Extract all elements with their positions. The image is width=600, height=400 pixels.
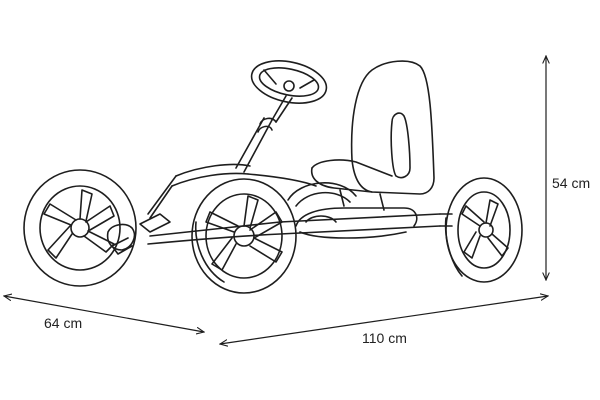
steering-wheel [250,60,328,104]
frame [106,95,453,251]
width-dimension-arrow [4,296,204,332]
dimension-lines [4,56,548,344]
length-dimension-label: 110 cm [362,330,407,346]
seat [310,60,435,211]
front-right-wheel [191,178,297,294]
height-dimension-label: 54 cm [552,175,591,191]
rear-right-wheel [444,177,523,283]
front-left-wheel [23,169,137,287]
width-dimension-label: 64 cm [44,315,83,331]
length-dimension-arrow [220,296,548,344]
